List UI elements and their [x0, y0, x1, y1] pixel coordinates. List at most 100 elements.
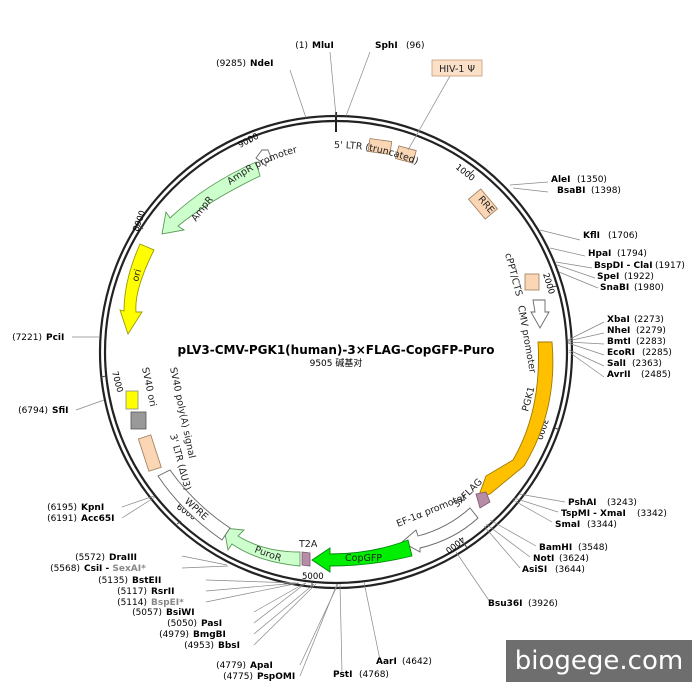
svg-text:SfiI: SfiI — [52, 406, 69, 416]
ltr3-box — [137, 434, 162, 472]
svg-text:(3243): (3243) — [607, 498, 637, 508]
svg-text:(4768): (4768) — [359, 670, 389, 680]
svg-text:BspEI*: BspEI* — [151, 598, 184, 608]
site-PstI: PstI (4768) — [333, 670, 389, 680]
site-SphI: SphI (96) — [375, 41, 424, 51]
site-SnaBI: SnaBI (1980) — [600, 283, 664, 293]
ltr5-box-1 — [367, 138, 393, 155]
svg-text:HpaI: HpaI — [588, 249, 611, 259]
svg-text:BsaBI: BsaBI — [557, 186, 586, 196]
svg-text:(1980): (1980) — [634, 283, 664, 293]
svg-text:(3344): (3344) — [587, 520, 617, 530]
svg-text:(3548): (3548) — [578, 543, 608, 553]
svg-text:SmaI: SmaI — [555, 520, 580, 530]
tick-7000: 7000 — [100, 370, 124, 394]
site-AvrII: AvrII (2485) — [607, 370, 671, 380]
ori-label: ori — [130, 268, 144, 283]
svg-text:CsiI - SexAI*: CsiI - SexAI* — [84, 564, 146, 574]
site-KpnI: (6195) KpnI — [47, 503, 104, 513]
svg-text:RsrII: RsrII — [151, 587, 174, 597]
wpre-box — [157, 469, 231, 541]
svg-text:(2485): (2485) — [641, 370, 671, 380]
copgfp-label: CopGFP — [345, 553, 382, 564]
svg-text:(3342): (3342) — [637, 509, 667, 519]
svg-text:(4953): (4953) — [184, 641, 214, 651]
site-HpaI: HpaI (1794) — [588, 249, 647, 259]
site-KflI: KflI (1706) — [583, 231, 638, 241]
svg-text:NdeI: NdeI — [250, 59, 273, 69]
svg-text:(4642): (4642) — [402, 657, 432, 667]
site-RsrII: (5117) RsrII — [117, 587, 174, 597]
ltr5-label: 5' LTR (truncated) — [334, 140, 420, 167]
svg-text:(1398): (1398) — [591, 186, 621, 196]
svg-text:SalI: SalI — [607, 359, 626, 369]
t2a-box — [301, 551, 311, 567]
site-BmtI: BmtI (2283) — [607, 337, 666, 347]
ef1a-promoter-arrow — [401, 507, 479, 553]
site-BspEI: (5114) BspEI* — [117, 598, 184, 608]
site-Acc65I: (6191) Acc65I — [47, 514, 114, 524]
svg-text:DraIII: DraIII — [109, 553, 137, 563]
svg-text:(6794): (6794) — [18, 406, 48, 416]
svg-text:(5057): (5057) — [132, 608, 162, 618]
svg-text:9000: 9000 — [237, 132, 261, 151]
sv40-polya-box — [125, 390, 139, 410]
flag-box — [475, 491, 491, 509]
svg-text:BmtI: BmtI — [607, 337, 631, 347]
site-NheI: NheI (2279) — [607, 326, 666, 336]
svg-text:ApaI: ApaI — [250, 661, 273, 671]
site-BsiWI: (5057) BsiWI — [132, 608, 195, 618]
copgfp-arrow — [311, 539, 413, 573]
svg-text:AleI: AleI — [551, 175, 571, 185]
svg-text:(1): (1) — [295, 41, 308, 51]
svg-text:BstEII: BstEII — [132, 576, 161, 586]
svg-text:(5135): (5135) — [98, 576, 128, 586]
svg-text:KpnI: KpnI — [81, 503, 104, 513]
svg-text:(3624): (3624) — [559, 554, 589, 564]
svg-text:(6191): (6191) — [47, 514, 77, 524]
site-SmaI: SmaI (3344) — [555, 520, 617, 530]
svg-text:KflI: KflI — [583, 231, 600, 241]
svg-text:(4775): (4775) — [223, 672, 253, 682]
site-XbaI: XbaI (2273) — [607, 315, 664, 325]
svg-text:(2279): (2279) — [636, 326, 666, 336]
watermark: biogege.com — [506, 640, 692, 682]
svg-text:PasI: PasI — [201, 619, 222, 629]
svg-text:(3644): (3644) — [555, 565, 585, 575]
svg-text:NheI: NheI — [607, 326, 630, 336]
svg-text:TspMI - XmaI: TspMI - XmaI — [561, 509, 626, 519]
svg-text:(3926): (3926) — [528, 599, 558, 609]
ampr-arrow — [161, 161, 261, 235]
svg-text:XbaI: XbaI — [607, 315, 630, 325]
svg-text:(2285): (2285) — [642, 348, 672, 358]
svg-text:AvrII: AvrII — [607, 370, 631, 380]
tick-9000: 9000 — [237, 132, 261, 151]
svg-text:(2363): (2363) — [632, 359, 662, 369]
svg-text:(1922): (1922) — [624, 272, 654, 282]
rre-box — [467, 188, 499, 220]
svg-text:(4779): (4779) — [216, 661, 246, 671]
plasmid-title: pLV3-CMV-PGK1(human)-3×FLAG-CopGFP-Puro — [178, 343, 495, 357]
svg-text:NotI: NotI — [533, 554, 554, 564]
site-NotI: NotI (3624) — [533, 554, 589, 564]
sv40-ori-label: SV40 ori — [139, 366, 158, 407]
svg-text:PspOMI: PspOMI — [257, 672, 295, 682]
svg-text:SpeI: SpeI — [597, 272, 619, 282]
svg-text:(9285): (9285) — [216, 59, 246, 69]
site-BstEII: (5135) BstEII — [98, 576, 161, 586]
svg-text:7000: 7000 — [109, 370, 124, 393]
svg-text:PciI: PciI — [46, 333, 64, 343]
site-ApaI: (4779) ApaI — [216, 661, 273, 671]
svg-text:(5050): (5050) — [167, 619, 197, 629]
ampr-promoter-arrow — [255, 149, 273, 167]
site-BspDI-ClaI: BspDI - ClaI (1917) — [594, 261, 685, 271]
site-AarI: AarI (4642) — [376, 657, 432, 667]
hiv-psi-leader — [407, 75, 451, 151]
svg-text:MluI: MluI — [312, 41, 334, 51]
svg-text:AarI: AarI — [376, 657, 397, 667]
svg-text:(5568): (5568) — [50, 564, 80, 574]
svg-text:(1794): (1794) — [617, 249, 647, 259]
site-BsaBI: BsaBI (1398) — [557, 186, 621, 196]
site-AsiSI: AsiSI (3644) — [522, 565, 585, 575]
